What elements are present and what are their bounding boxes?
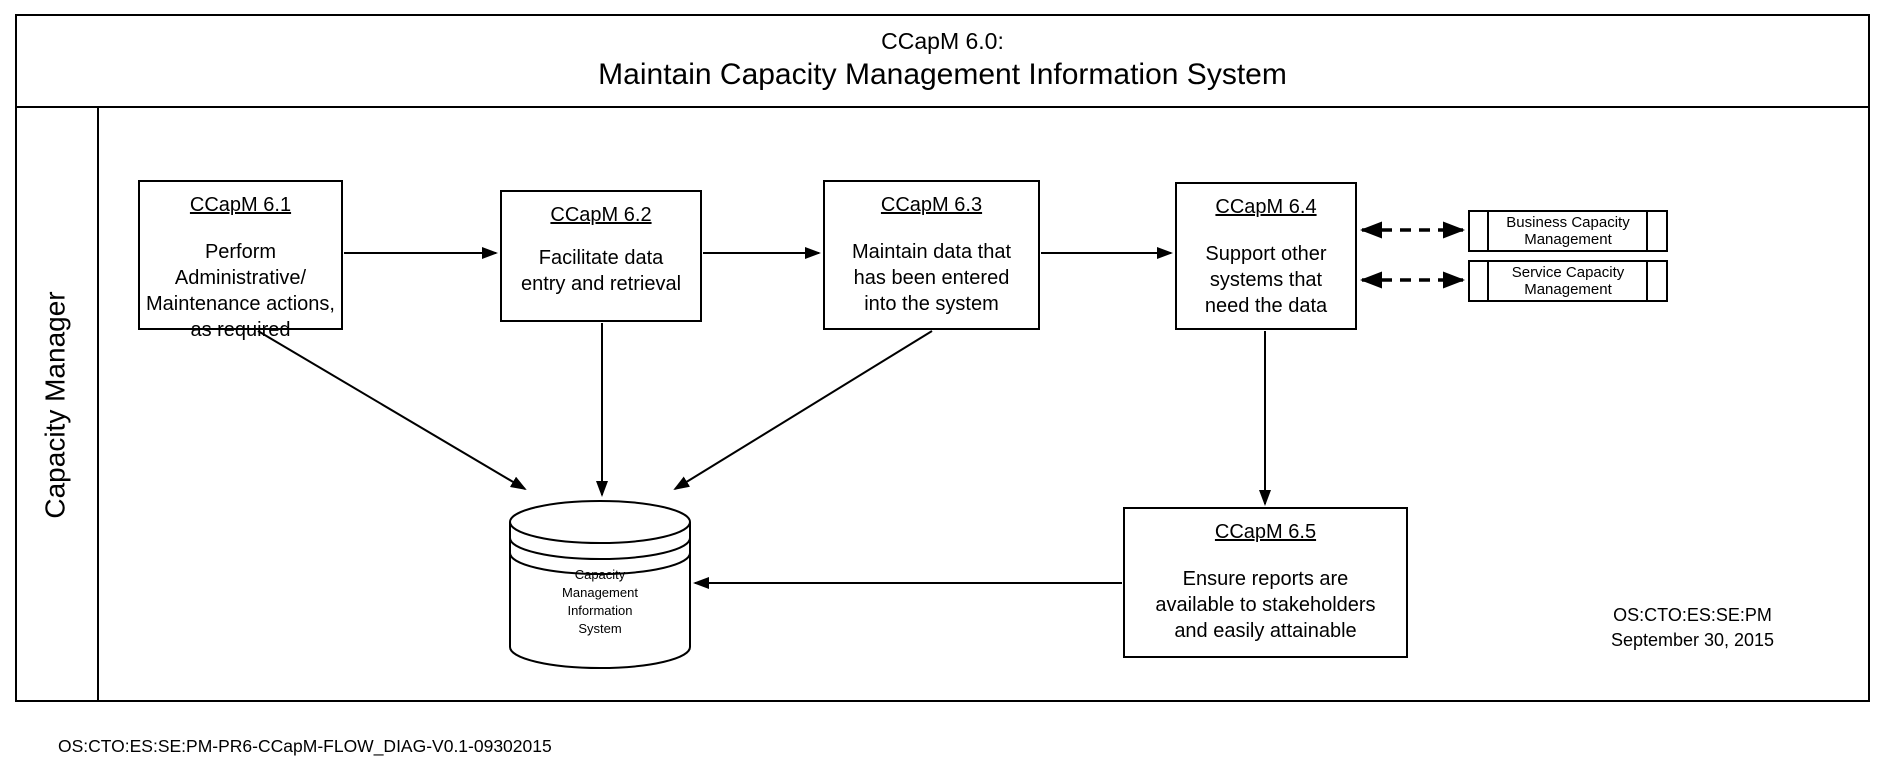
external-system-label: Business Capacity Management (1506, 214, 1630, 248)
diagram-frame (15, 14, 1870, 702)
external-system-business-capacity-management: Business Capacity Management (1468, 210, 1668, 252)
stripe-line (1646, 262, 1648, 300)
external-system-service-capacity-management: Service Capacity Management (1468, 260, 1668, 302)
process-id: CCapM 6.5 (1214, 521, 1317, 543)
process-description: Maintain data that has been entered into… (852, 241, 1011, 315)
process-description: Support other systems that need the data (1204, 243, 1328, 317)
external-system-label: Service Capacity Management (1511, 264, 1625, 298)
process-box-ccapm-6-4: CCapM 6.4 Support other systems that nee… (1175, 182, 1357, 330)
process-id: CCapM 6.4 (1215, 196, 1317, 218)
date-label: September 30, 2015 (1610, 630, 1775, 650)
datastore-label: Capacity Management Information System (562, 567, 638, 636)
process-description: Ensure reports are available to stakehol… (1155, 568, 1376, 642)
process-box-ccapm-6-2: CCapM 6.2 Facilitate data entry and retr… (500, 190, 702, 322)
stripe-line (1487, 262, 1489, 300)
process-description: Perform Administrative/ Maintenance acti… (145, 241, 335, 341)
process-id: CCapM 6.1 (189, 194, 292, 216)
diagram-title-line1: CCapM 6.0: (881, 28, 1004, 54)
swimlane-capacity-manager: Capacity Manager (15, 108, 99, 702)
stripe-line (1487, 212, 1489, 250)
process-box-ccapm-6-1: CCapM 6.1 Perform Administrative/ Mainte… (138, 180, 343, 341)
process-box-ccapm-6-3: CCapM 6.3 Maintain data that has been en… (823, 180, 1040, 330)
process-id: CCapM 6.3 (880, 194, 983, 216)
process-box-ccapm-6-5: CCapM 6.5 Ensure reports are available t… (1123, 507, 1408, 658)
diagram-title-line2: Maintain Capacity Management Information… (598, 58, 1287, 91)
stripe-line (1646, 212, 1648, 250)
document-id: OS:CTO:ES:SE:PM-PR6-CCapM-FLOW_DIAG-V0.1… (58, 736, 552, 756)
org-code: OS:CTO:ES:SE:PM (1613, 605, 1772, 625)
title-band: CCapM 6.0: Maintain Capacity Management … (15, 14, 1870, 108)
process-description: Facilitate data entry and retrieval (520, 247, 682, 295)
org-date-annotation: OS:CTO:ES:SE:PM September 30, 2015 (1580, 603, 1805, 653)
swimlane-label: Capacity Manager (40, 291, 72, 519)
process-id: CCapM 6.2 (550, 204, 652, 226)
